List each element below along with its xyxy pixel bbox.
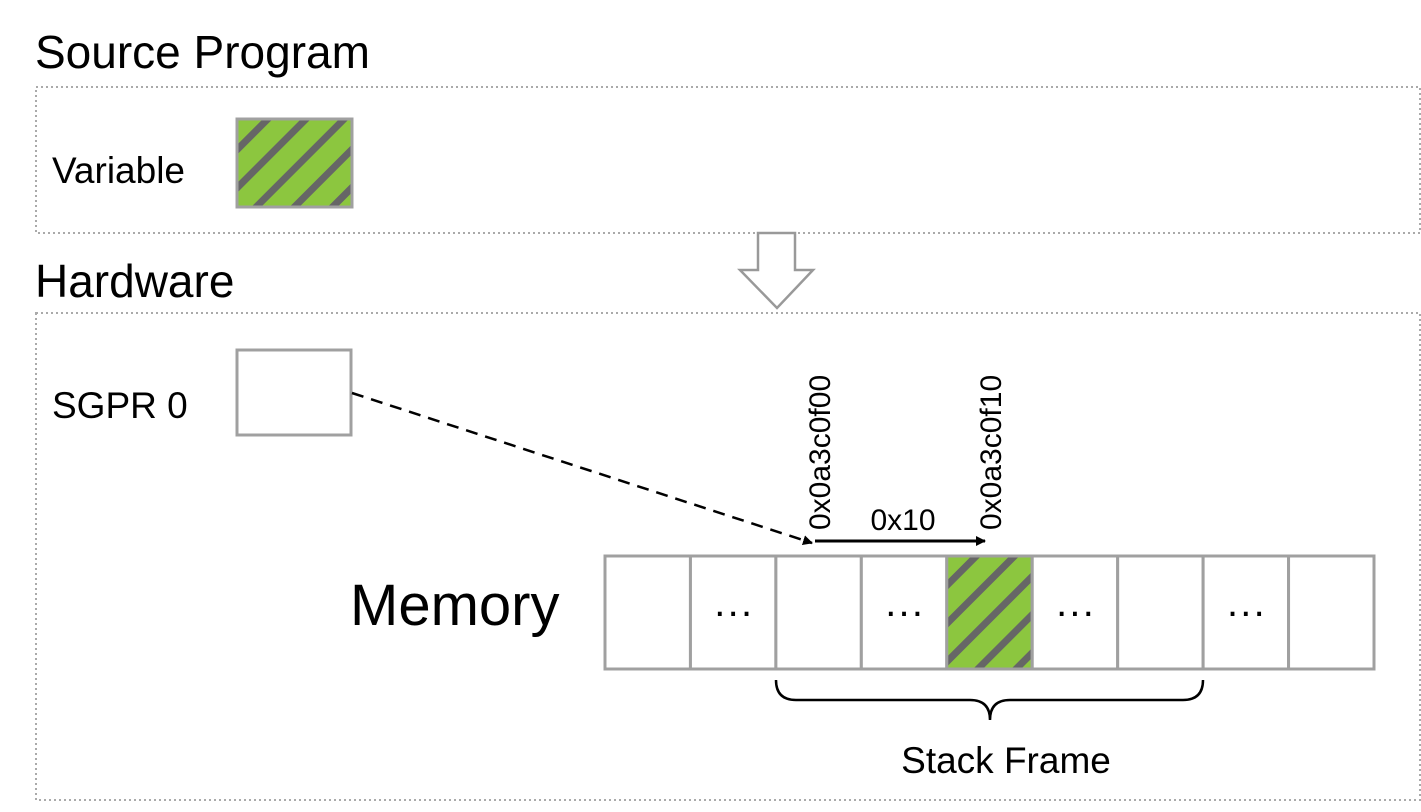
stack-frame-label: Stack Frame [901,740,1111,781]
variable-label: Variable [52,150,185,191]
memory-cell [859,554,949,671]
sgpr-label: SGPR 0 [52,385,188,426]
memory-cell [1287,554,1376,671]
memory-cell [945,554,1034,671]
memory-cell-ellipsis: ··· [1055,590,1095,634]
hardware-box [35,312,1421,801]
sgpr-box [235,348,353,437]
address-variable: 0x0a3c0f10 [975,375,1008,530]
source-program-box [35,86,1421,234]
down-arrow-icon [737,231,816,310]
memory-cell-ellipsis: ··· [1226,590,1266,634]
memory-cell [774,554,863,671]
variable-box [235,117,354,209]
memory-cell [1116,554,1205,671]
address-start: 0x0a3c0f00 [804,375,837,530]
memory-cells: ··· ··· ··· ··· [603,554,1376,671]
stack-frame-brace [774,679,1205,721]
pointer-arrow [351,391,813,545]
source-program-title: Source Program [35,26,370,78]
memory-cell-ellipsis: ··· [713,590,753,634]
memory-cell-ellipsis: ··· [884,590,924,634]
offset-label: 0x10 [870,504,935,537]
memory-label: Memory [350,573,559,638]
hardware-title: Hardware [35,255,234,307]
memory-cell [603,554,692,671]
